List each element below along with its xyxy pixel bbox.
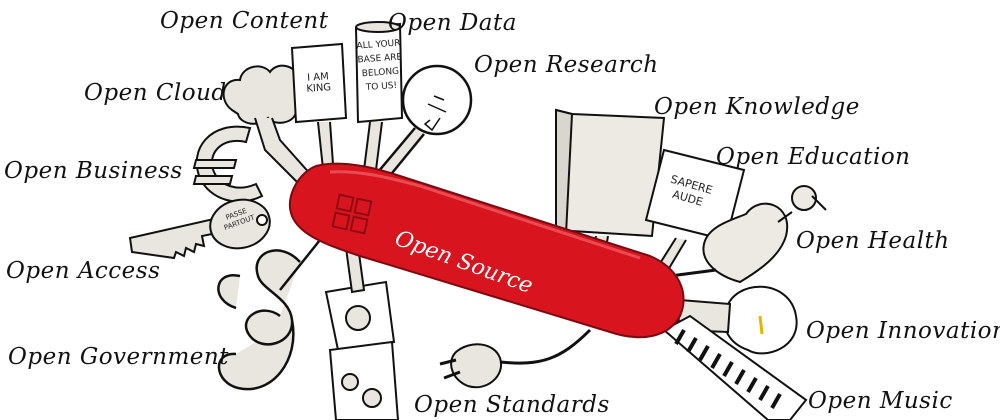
label-open-government: Open Government <box>8 344 229 370</box>
label-open-health: Open Health <box>796 228 950 254</box>
label-open-standards: Open Standards <box>414 392 610 418</box>
label-open-cloud: Open Cloud <box>84 80 227 106</box>
euro-tool <box>192 125 264 203</box>
label-open-education: Open Education <box>716 144 911 170</box>
plug-tool <box>439 328 592 389</box>
knife-body <box>288 162 685 339</box>
magnifier-tool <box>376 64 473 180</box>
label-open-data: Open Data <box>388 10 517 36</box>
machine-tool <box>324 245 400 420</box>
label-open-music: Open Music <box>808 388 953 414</box>
label-open-innovation: Open Innovation <box>806 318 1000 344</box>
knife-logo <box>331 193 373 235</box>
card-text-line-2: KING <box>306 82 332 95</box>
heart-tool <box>669 185 827 284</box>
card-tool <box>290 42 348 179</box>
label-open-access: Open Access <box>6 258 161 284</box>
label-open-knowledge: Open Knowledge <box>654 94 860 120</box>
label-open-content: Open Content <box>160 8 329 34</box>
label-open-research: Open Research <box>474 52 659 78</box>
card-text: I AM KING <box>305 71 331 95</box>
paragraph-tool <box>217 239 321 391</box>
keyboard-tool <box>662 314 808 420</box>
bulb-tool <box>676 285 798 355</box>
can-text: ALL YOUR BASE ARE BELONG TO US! <box>356 37 404 96</box>
key-tool <box>128 198 271 260</box>
label-open-business: Open Business <box>4 158 183 184</box>
